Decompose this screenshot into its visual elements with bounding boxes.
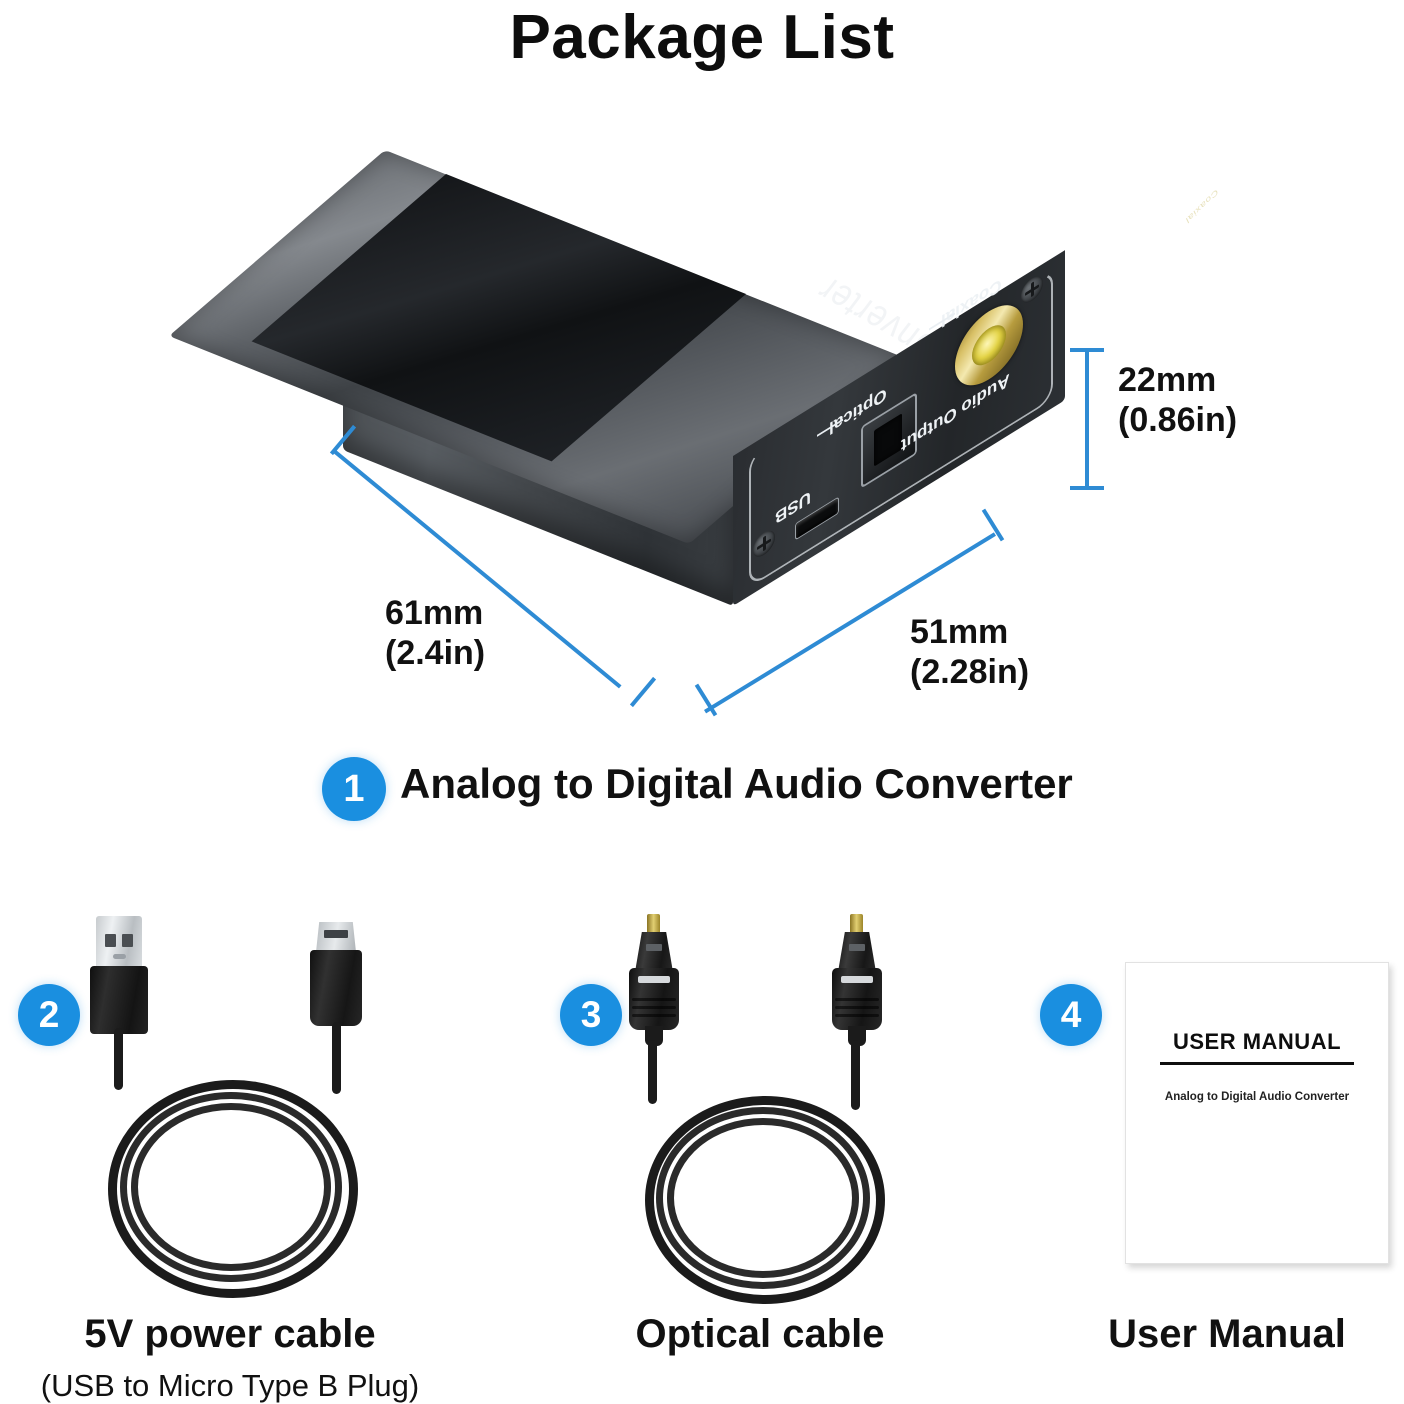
item-badge-3: 3	[560, 984, 622, 1046]
usb-a-plastic-body	[90, 966, 148, 1034]
item-3-label: Optical cable	[635, 1312, 885, 1356]
toslink-grip-body	[832, 968, 882, 1030]
dimension-depth-label: 61mm (2.4in)	[385, 593, 485, 673]
dimension-height-mm: 22mm	[1118, 361, 1217, 399]
toslink-head	[635, 932, 673, 972]
usb-power-cable-illustration	[0, 900, 460, 1300]
cable-coil	[645, 1096, 885, 1304]
toslink-grip-body	[629, 968, 679, 1030]
micro-usb-metal-tip	[316, 922, 356, 952]
item-4-label: User Manual	[1108, 1312, 1346, 1356]
toslink-ferrule-tip	[647, 914, 660, 936]
dimension-cap	[1070, 486, 1104, 490]
cable-coil	[656, 1107, 870, 1289]
item-badge-1: 1	[322, 757, 386, 821]
usb-a-connector	[90, 916, 148, 1034]
item-badge-2: 2	[18, 984, 80, 1046]
item-2-sublabel: (USB to Micro Type B Plug)	[40, 1368, 420, 1403]
manual-title-underline	[1160, 1062, 1354, 1065]
optical-cable-illustration	[545, 900, 975, 1304]
toslink-connector	[627, 914, 681, 1046]
coax-jack-label: Coaxial	[1184, 187, 1220, 226]
page-title: Package List	[509, 3, 895, 72]
cable-lead	[114, 1028, 123, 1090]
dimension-height-inch: (0.86in)	[1118, 401, 1238, 440]
dimension-line-vertical	[1085, 350, 1089, 490]
cable-lead	[851, 1040, 860, 1110]
dimension-depth-inch: (2.4in)	[385, 634, 486, 673]
cable-coil	[108, 1080, 358, 1298]
micro-usb-connector	[310, 922, 362, 1026]
item-2-label: 5V power cable	[84, 1312, 376, 1356]
cable-coil	[667, 1118, 859, 1278]
item-badge-4: 4	[1040, 984, 1102, 1046]
cable-coil	[120, 1092, 342, 1282]
dimension-cap	[1070, 348, 1104, 352]
manual-title-text: USER MANUAL	[1172, 1029, 1342, 1054]
item-badge-1-number: 1	[343, 767, 365, 810]
item-1-label: Analog to Digital Audio Converter	[400, 760, 1073, 807]
toslink-ferrule-tip	[850, 914, 863, 936]
cable-lead	[648, 1040, 657, 1104]
toslink-head	[838, 932, 876, 972]
user-manual-illustration: USER MANUAL Analog to Digital Audio Conv…	[1125, 962, 1389, 1264]
device-illustration: Audio Converter Analog to Digital Coaxia…	[169, 120, 1237, 740]
device-front-panel: Coaxial USB Optical Coaxial Audio Output	[733, 187, 1219, 606]
dimension-width-inch: (2.28in)	[910, 653, 1030, 692]
audio-converter-device: Audio Converter Analog to Digital Coaxia…	[169, 130, 1219, 690]
manual-subtitle-text: Analog to Digital Audio Converter	[1164, 1091, 1350, 1103]
cable-coil	[131, 1103, 331, 1271]
item-badge-2-number: 2	[38, 994, 60, 1035]
usb-a-metal-tip	[96, 916, 142, 968]
dimension-width-mm: 51mm	[910, 613, 1009, 651]
dimension-height-label: 22mm (0.86in)	[1118, 360, 1237, 440]
item-badge-4-number: 4	[1060, 994, 1082, 1035]
cable-lead	[332, 1022, 341, 1094]
toslink-connector	[830, 914, 884, 1046]
dimension-depth-mm: 61mm	[385, 594, 484, 632]
micro-usb-plastic-body	[310, 950, 362, 1026]
item-badge-3-number: 3	[580, 994, 602, 1035]
dimension-width-label: 51mm (2.28in)	[910, 612, 1029, 692]
